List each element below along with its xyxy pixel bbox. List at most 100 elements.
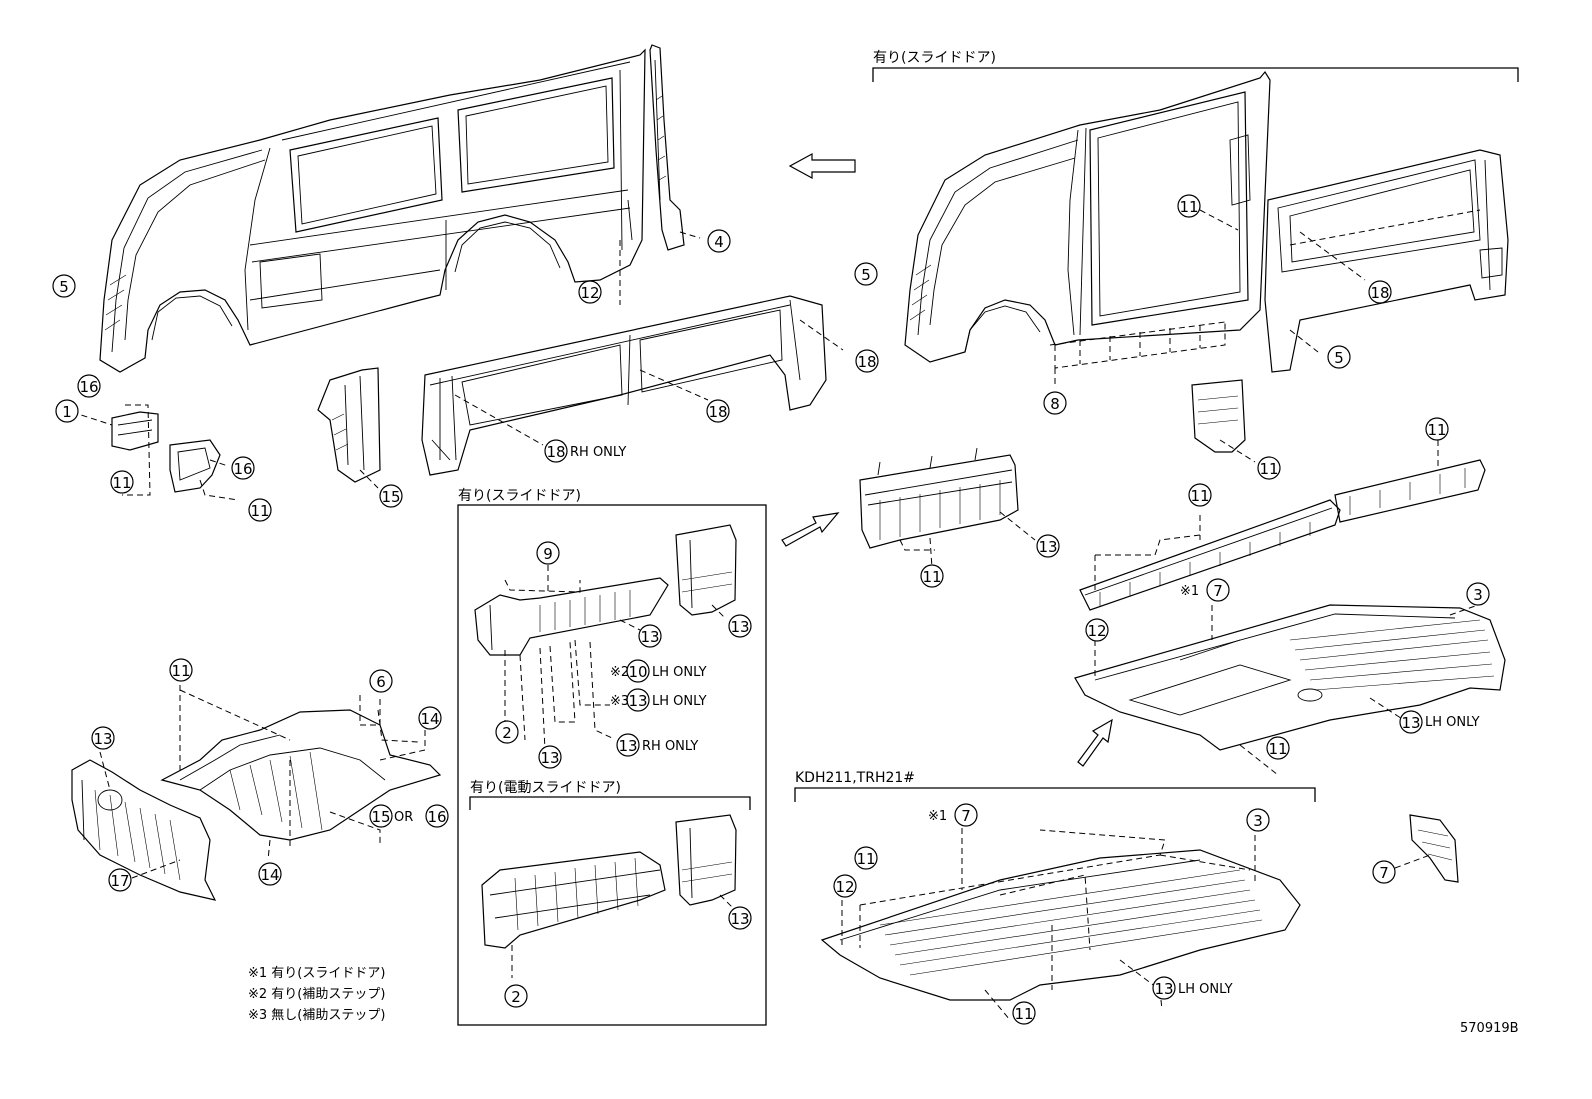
callout-11-h: 11 [1266,736,1290,760]
svg-text:13: 13 [618,737,637,755]
svg-text:12: 12 [580,284,599,302]
callout-18-c: 18 [1368,280,1392,304]
callout-9: 9 [536,541,560,565]
cowl-assembly [160,685,442,861]
svg-text:13: 13 [628,692,647,710]
svg-text:17: 17 [110,872,129,890]
svg-text:11: 11 [1427,421,1446,439]
svg-text:1: 1 [62,403,72,421]
svg-text:13: 13 [730,618,749,636]
callout-7-b: 7 [954,803,978,827]
svg-text:7: 7 [961,807,971,825]
label-rh-only-13: RH ONLY [642,739,698,754]
svg-text:12: 12 [835,878,854,896]
step-part-electric [481,851,666,978]
callout-16-b: 16 [231,456,255,480]
callout-7-c: 7 [1372,860,1396,884]
diag-arrow-icon-1 [781,512,840,547]
label-ref3: ※3 [610,694,629,709]
callout-11-k: 11 [1012,1001,1036,1025]
small-brackets [71,404,239,501]
svg-text:18: 18 [546,443,565,461]
callout-17: 17 [108,868,132,892]
callout-13-lh-a: 13 [1399,710,1423,734]
svg-text:13: 13 [1401,714,1420,732]
box-sub-bracket [469,796,751,810]
callout-2-a: 2 [495,720,519,744]
svg-text:7: 7 [1213,582,1223,600]
group-bracket-top-right [872,67,1519,82]
callout-11-j: 11 [854,846,878,870]
svg-text:11: 11 [1268,740,1287,758]
group-label-kdh: KDH211,TRH21# [795,770,915,786]
callout-18-rh: 18 [544,439,568,463]
note-3: ※3 無し(補助ステップ) [248,1008,385,1023]
label-lh-only-13-a: LH ONLY [1425,715,1480,730]
svg-text:16: 16 [79,378,98,396]
svg-text:16: 16 [233,460,252,478]
callout-5-left: 5 [52,274,76,298]
box-label-electric: 有り(電動スライドドア) [470,780,621,796]
label-lh-only-13-c: LH ONLY [1178,982,1233,997]
box-label-slide-door: 有り(スライドドア) [458,488,581,504]
label-lh-only-10: LH ONLY [652,665,707,680]
svg-text:11: 11 [856,850,875,868]
callout-13-box-e: 13 [728,906,752,930]
diag-arrow-icon-2 [1077,718,1113,767]
callout-15-b: 15 [369,804,393,828]
svg-text:11: 11 [1259,460,1278,478]
side-panel-outer [99,48,646,373]
svg-text:11: 11 [171,662,190,680]
callout-10: 10 [626,659,650,683]
callout-11-g: 11 [920,564,944,588]
note-1: ※1 有り(スライドドア) [248,966,385,981]
callout-11-b: 11 [248,498,272,522]
callout-11-f: 11 [1188,483,1212,507]
small-bracket-7 [1394,814,1459,883]
svg-text:13: 13 [93,730,112,748]
svg-text:11: 11 [1190,487,1209,505]
box-pillar-part-2 [675,814,737,911]
svg-text:11: 11 [112,474,131,492]
label-rh-only-18: RH ONLY [570,445,626,460]
svg-text:12: 12 [1087,622,1106,640]
center-box [457,504,767,1026]
side-rail-long [1079,440,1486,611]
callout-1: 1 [55,399,79,423]
svg-text:13: 13 [1038,538,1057,556]
callout-13-box-d: 13 [538,745,562,769]
callout-11-e: 11 [1425,417,1449,441]
svg-text:13: 13 [1154,980,1173,998]
callout-3-a: 3 [1466,582,1490,606]
callout-12-c: 12 [833,874,857,898]
svg-text:18: 18 [1370,284,1389,302]
rear-cross-member [859,447,1036,569]
dash-panel [71,751,217,901]
step-part [474,565,669,751]
rear-pillar-part [649,44,685,251]
callout-3-b: 3 [1246,808,1270,832]
svg-text:10: 10 [628,663,647,681]
callout-13-box-rh: 13 [616,733,640,757]
rear-floor-panel [1074,604,1506,776]
svg-text:3: 3 [1253,812,1263,830]
callout-18-b: 18 [706,399,730,423]
svg-text:14: 14 [420,710,439,728]
label-ref1-b: ※1 [928,809,947,824]
svg-text:13: 13 [640,628,659,646]
front-body-section [904,70,1271,363]
callout-18-a: 18 [855,349,879,373]
callout-13-lh-c: 13 [1152,976,1176,1000]
callout-12-top: 12 [578,280,602,304]
svg-text:9: 9 [543,545,553,563]
group-label-slide-door: 有り(スライドドア) [873,50,996,66]
callout-13-box-b: 13 [638,624,662,648]
label-lh-only-13-b: LH ONLY [652,694,707,709]
rocker-dashes [1049,321,1226,385]
svg-text:11: 11 [1179,198,1198,216]
callout-13-c: 13 [91,726,115,750]
callout-2-b: 2 [504,984,528,1008]
callout-16-c: 16 [425,804,449,828]
svg-text:3: 3 [1473,586,1483,604]
label-ref1-a: ※1 [1180,584,1199,599]
